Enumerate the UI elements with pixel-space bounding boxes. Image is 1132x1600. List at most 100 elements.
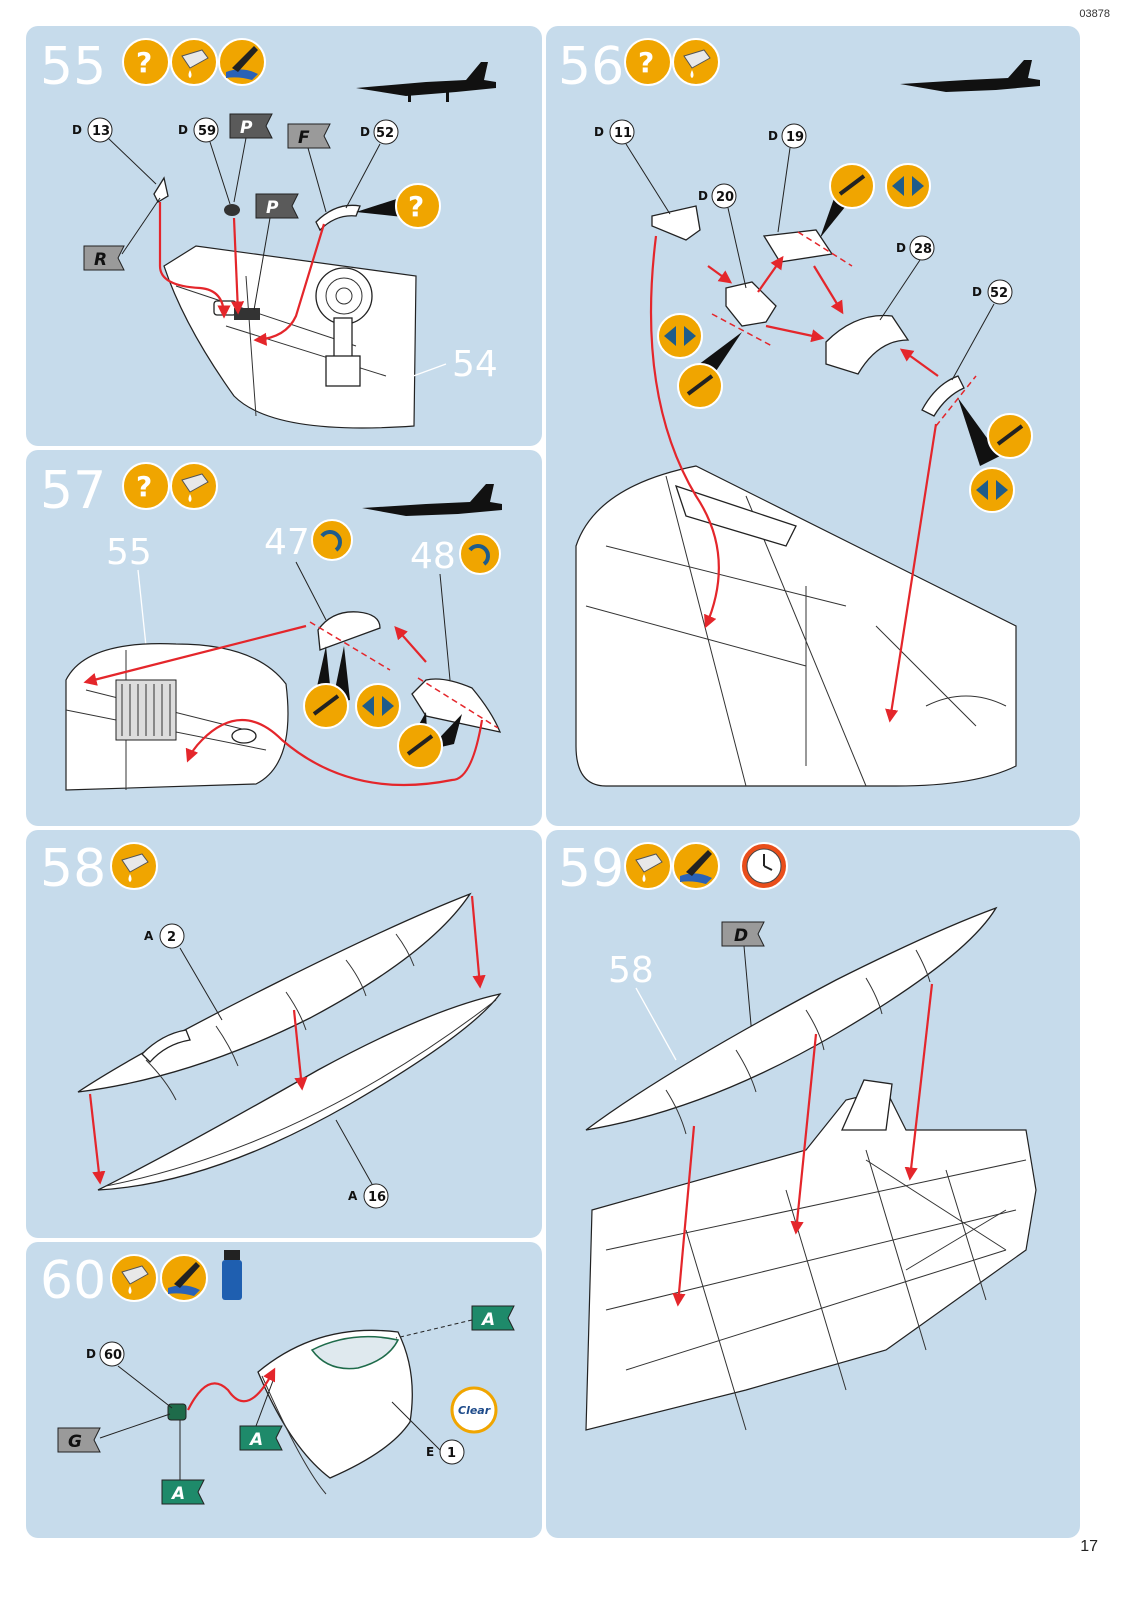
svg-text:D: D bbox=[594, 125, 604, 139]
callout-55: 55 bbox=[106, 532, 152, 573]
step-number: 60 bbox=[40, 1251, 106, 1311]
svg-text:1: 1 bbox=[447, 1446, 456, 1461]
svg-text:52: 52 bbox=[990, 286, 1008, 301]
step-56-panel: 56 ? D 11 D 19 D 20 D 28 D 52 bbox=[546, 26, 1080, 826]
svg-text:D: D bbox=[698, 189, 708, 203]
step-57-panel: 57 ? 55 47 48 bbox=[26, 450, 542, 826]
svg-text:19: 19 bbox=[786, 130, 804, 145]
paint-icon bbox=[672, 842, 720, 890]
cut-icon bbox=[987, 413, 1033, 459]
svg-text:E: E bbox=[426, 1445, 434, 1459]
part-d11: D 11 bbox=[594, 119, 635, 145]
cut-icon bbox=[829, 163, 875, 209]
flag-f: F bbox=[287, 123, 331, 149]
part-d19: D 19 bbox=[768, 123, 807, 149]
aircraft-silhouette bbox=[356, 62, 496, 102]
svg-text:20: 20 bbox=[716, 190, 734, 205]
cut-icon bbox=[303, 683, 349, 729]
glue-icon bbox=[110, 1254, 158, 1302]
glue-icon bbox=[170, 38, 218, 86]
flag-a-2: A bbox=[239, 1425, 283, 1451]
cut-icon bbox=[397, 723, 443, 769]
rotate-icon bbox=[459, 533, 501, 575]
svg-text:D: D bbox=[972, 285, 982, 299]
flag-r: R bbox=[83, 245, 125, 271]
rotate-pair-icon bbox=[657, 313, 703, 359]
rotate-pair-icon bbox=[885, 163, 931, 209]
cockpit-section bbox=[575, 465, 1017, 787]
svg-text:59: 59 bbox=[198, 124, 216, 139]
svg-text:52: 52 bbox=[376, 126, 394, 141]
catalog-number: 03878 bbox=[1079, 8, 1110, 20]
aircraft-silhouette bbox=[900, 60, 1040, 92]
paint-icon bbox=[160, 1254, 208, 1302]
svg-text:?: ? bbox=[136, 46, 152, 79]
svg-text:A: A bbox=[144, 929, 154, 943]
callout-47: 47 bbox=[264, 522, 310, 563]
part-d52: D 52 bbox=[972, 279, 1013, 305]
flag-a-3: A bbox=[471, 1305, 515, 1331]
optional-icon: ? bbox=[122, 38, 170, 86]
flag-p-1: P bbox=[229, 113, 273, 139]
step-number: 59 bbox=[558, 839, 624, 899]
drop-tank-lower bbox=[97, 992, 502, 1191]
svg-text:G: G bbox=[68, 1432, 82, 1452]
optional-icon: ? bbox=[624, 38, 672, 86]
fuselage-section bbox=[163, 245, 417, 429]
callout-54: 54 bbox=[452, 344, 498, 385]
part-a16: A 16 bbox=[348, 1183, 389, 1209]
svg-text:F: F bbox=[298, 128, 310, 148]
svg-text:11: 11 bbox=[614, 126, 632, 141]
step-number: 55 bbox=[40, 37, 106, 97]
svg-text:D: D bbox=[768, 129, 778, 143]
part-d20: D 20 bbox=[698, 183, 737, 209]
step-number: 57 bbox=[40, 461, 106, 521]
rotate-pair-icon bbox=[969, 467, 1015, 513]
svg-text:13: 13 bbox=[92, 124, 110, 139]
optional-icon: ? bbox=[122, 462, 170, 510]
drop-tank bbox=[585, 906, 998, 1131]
paint-icon bbox=[218, 38, 266, 86]
canopy bbox=[257, 1329, 413, 1479]
flag-g: G bbox=[57, 1427, 101, 1453]
flag-d: D bbox=[721, 921, 765, 947]
glue-icon bbox=[110, 842, 158, 890]
svg-text:D: D bbox=[86, 1347, 96, 1361]
svg-text:A: A bbox=[170, 1484, 185, 1504]
part-d60: D 60 bbox=[86, 1341, 125, 1367]
clear-glue-bottle-icon bbox=[222, 1250, 242, 1300]
svg-text:D: D bbox=[896, 241, 906, 255]
step-59-panel: 59 D 58 bbox=[546, 830, 1080, 1538]
callout-48: 48 bbox=[410, 536, 456, 577]
svg-text:R: R bbox=[94, 250, 107, 270]
rotate-pair-icon bbox=[355, 683, 401, 729]
drying-clock-icon bbox=[740, 842, 788, 890]
svg-text:28: 28 bbox=[914, 242, 932, 257]
step-number: 58 bbox=[40, 839, 106, 899]
part-d28: D 28 bbox=[896, 235, 935, 261]
svg-text:60: 60 bbox=[104, 1348, 122, 1363]
page-number: 17 bbox=[1080, 1538, 1098, 1555]
aircraft-silhouette bbox=[362, 484, 502, 516]
cut-icon bbox=[677, 363, 723, 409]
glue-icon bbox=[624, 842, 672, 890]
svg-text:Clear: Clear bbox=[458, 1404, 491, 1417]
flag-p-2: P bbox=[255, 193, 299, 219]
glue-icon bbox=[672, 38, 720, 86]
svg-text:A: A bbox=[480, 1310, 495, 1330]
svg-text:?: ? bbox=[136, 470, 152, 503]
step-number: 56 bbox=[558, 37, 624, 97]
callout-58: 58 bbox=[608, 950, 654, 991]
svg-text:16: 16 bbox=[368, 1190, 386, 1205]
svg-text:A: A bbox=[348, 1189, 358, 1203]
part-d13: D 13 bbox=[72, 117, 113, 143]
svg-text:D: D bbox=[360, 125, 370, 139]
svg-text:?: ? bbox=[408, 190, 424, 223]
svg-text:D: D bbox=[72, 123, 82, 137]
svg-text:D: D bbox=[734, 926, 748, 946]
svg-text:?: ? bbox=[638, 46, 654, 79]
